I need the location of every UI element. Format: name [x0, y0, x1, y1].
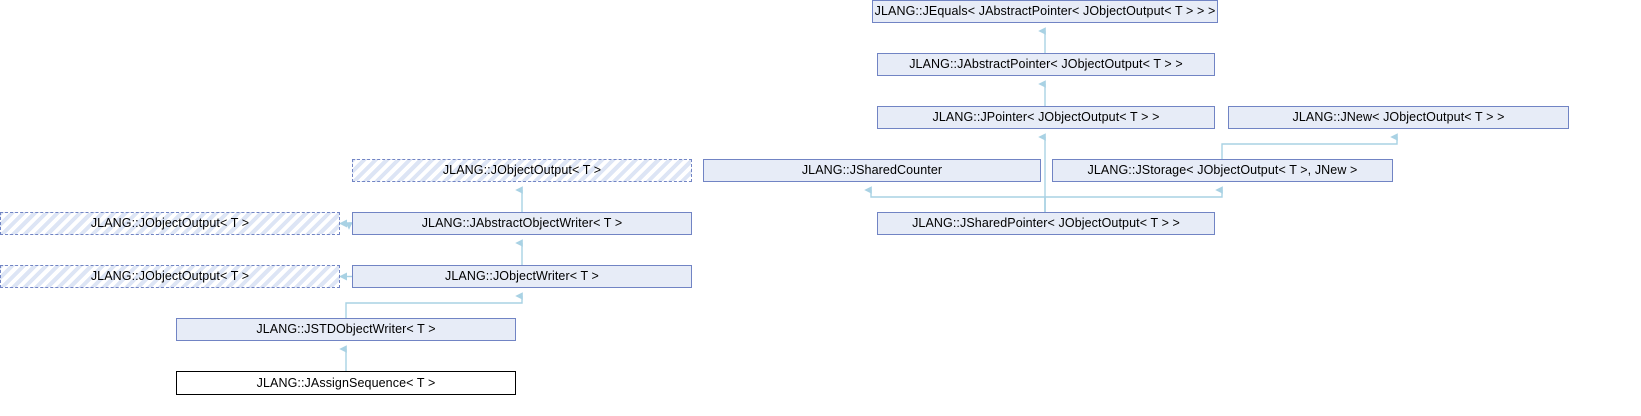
edge-jsharedpointer-jsharedcounter — [864, 186, 1046, 212]
node-jassignsequence[interactable]: JLANG::JAssignSequence< T > — [176, 371, 516, 395]
node-label: JLANG::JObjectWriter< T > — [445, 269, 599, 284]
node-label: JLANG::JPointer< JObjectOutput< T > > — [932, 110, 1160, 125]
node-jstdobjectwriter[interactable]: JLANG::JSTDObjectWriter< T > — [176, 318, 516, 341]
node-label: JLANG::JSTDObjectWriter< T > — [256, 322, 436, 337]
node-jnew[interactable]: JLANG::JNew< JObjectOutput< T > > — [1228, 106, 1569, 129]
node-label: JLANG::JEquals< JAbstractPointer< JObjec… — [874, 4, 1216, 19]
node-label: JLANG::JObjectOutput< T > — [90, 216, 250, 231]
node-label: JLANG::JSharedCounter — [801, 163, 943, 178]
node-label: JLANG::JAbstractObjectWriter< T > — [421, 216, 623, 231]
node-jobjectoutput-top[interactable]: JLANG::JObjectOutput< T > — [352, 159, 692, 182]
node-jobjectoutput-a[interactable]: JLANG::JObjectOutput< T > — [0, 212, 340, 235]
edge-jstorage-jnew — [1221, 133, 1398, 159]
node-jabstractpointer[interactable]: JLANG::JAbstractPointer< JObjectOutput< … — [877, 53, 1215, 76]
arrowhead-jobjectoutputb — [339, 272, 347, 281]
node-jpointer[interactable]: JLANG::JPointer< JObjectOutput< T > > — [877, 106, 1215, 129]
node-jstorage[interactable]: JLANG::JStorage< JObjectOutput< T >, JNe… — [1052, 159, 1393, 182]
edge-jsharedpointer-jstorage — [1044, 186, 1223, 212]
node-jobjectwriter[interactable]: JLANG::JObjectWriter< T > — [352, 265, 692, 288]
edge-jstdobjectwriter-jobjectwriter — [345, 292, 523, 318]
node-label: JLANG::JStorage< JObjectOutput< T >, JNe… — [1087, 163, 1358, 178]
node-label: JLANG::JAssignSequence< T > — [256, 375, 436, 390]
arrowhead-jobjectoutputa — [339, 219, 347, 228]
node-label: JLANG::JObjectOutput< T > — [90, 269, 250, 284]
node-label: JLANG::JAbstractPointer< JObjectOutput< … — [909, 57, 1183, 72]
node-label: JLANG::JNew< JObjectOutput< T > > — [1292, 110, 1505, 125]
node-jabstractobjectwriter[interactable]: JLANG::JAbstractObjectWriter< T > — [352, 212, 692, 235]
node-jequals[interactable]: JLANG::JEquals< JAbstractPointer< JObjec… — [872, 0, 1218, 23]
node-jobjectoutput-b[interactable]: JLANG::JObjectOutput< T > — [0, 265, 340, 288]
node-jsharedcounter[interactable]: JLANG::JSharedCounter — [703, 159, 1041, 182]
node-label: JLANG::JSharedPointer< JObjectOutput< T … — [912, 216, 1180, 231]
node-label: JLANG::JObjectOutput< T > — [442, 163, 602, 178]
node-jsharedpointer[interactable]: JLANG::JSharedPointer< JObjectOutput< T … — [877, 212, 1215, 235]
